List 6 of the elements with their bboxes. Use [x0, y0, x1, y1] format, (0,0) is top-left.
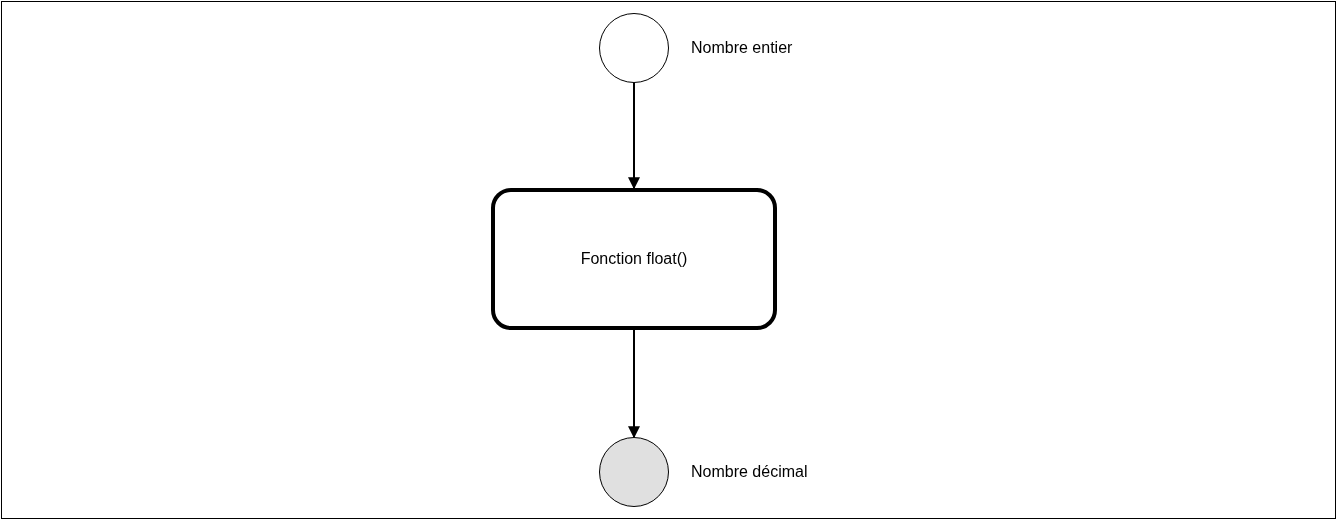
arrow	[628, 82, 640, 190]
node-caption: Nombre décimal	[691, 463, 808, 481]
node-caption: Nombre entier	[691, 39, 793, 57]
arrow	[628, 329, 640, 439]
node-label: Fonction float()	[580, 250, 688, 268]
process-box	[491, 188, 777, 330]
